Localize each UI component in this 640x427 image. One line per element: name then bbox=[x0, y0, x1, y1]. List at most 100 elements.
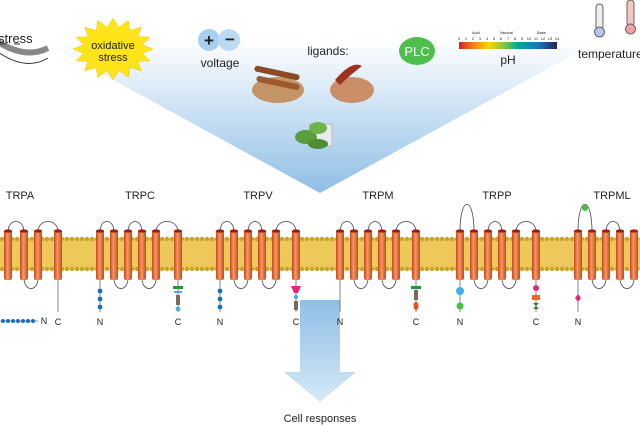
plus-sign: + bbox=[204, 31, 214, 50]
intracellular-loop bbox=[353, 277, 369, 289]
stimulus-funnel bbox=[40, 40, 600, 193]
intracellular-loop bbox=[619, 277, 635, 289]
ph-tick-label: 2 bbox=[472, 36, 475, 41]
ph-tick-label: 13 bbox=[548, 36, 553, 41]
n-terminus-label: N bbox=[575, 317, 582, 327]
ligand-mint-icon bbox=[295, 122, 333, 149]
extracellular-loop bbox=[37, 221, 59, 233]
extracellular-loop bbox=[275, 221, 297, 233]
minus-sign: − bbox=[225, 30, 235, 49]
ankyrin-repeat bbox=[217, 288, 223, 294]
n-terminus-label: N bbox=[97, 317, 104, 327]
ph-tick-label: 1 bbox=[465, 36, 468, 41]
intracellular-loop bbox=[113, 277, 129, 289]
intracellular-loop bbox=[381, 277, 397, 289]
intracellular-loop bbox=[23, 277, 39, 289]
ph-tick-label: 0 bbox=[458, 36, 461, 41]
transmembrane-helix bbox=[456, 230, 464, 280]
c-terminus-label: C bbox=[175, 317, 182, 327]
extracellular-loop bbox=[367, 221, 383, 233]
transmembrane-helix bbox=[124, 230, 132, 280]
channel-label: TRPV bbox=[243, 190, 273, 202]
transmembrane-helix bbox=[292, 230, 300, 280]
transmembrane-helix bbox=[96, 230, 104, 280]
ankyrin-repeat bbox=[97, 296, 103, 302]
transmembrane-helix bbox=[364, 230, 372, 280]
oxidative-stress-label-1: oxidative bbox=[91, 40, 134, 52]
ph-tick-label: 9 bbox=[521, 36, 524, 41]
extracellular-loop bbox=[605, 221, 621, 233]
extracellular-loop bbox=[339, 221, 355, 233]
n-terminus-label: N bbox=[41, 316, 48, 326]
n-terminus-label: N bbox=[217, 317, 224, 327]
transmembrane-helix bbox=[512, 230, 520, 280]
plc-label: PLC bbox=[404, 44, 429, 59]
extracellular-loop bbox=[155, 221, 179, 233]
channel-label: TRPM bbox=[362, 190, 393, 202]
ankyrin-repeat bbox=[31, 319, 35, 323]
ph-tick-label: 8 bbox=[514, 36, 517, 41]
channel-label: TRPC bbox=[125, 190, 155, 202]
transmembrane-helix bbox=[392, 230, 400, 280]
channel-trpc: TRPC N C bbox=[96, 190, 183, 327]
plc-badge: PLC bbox=[399, 37, 435, 65]
intracellular-loop bbox=[261, 277, 277, 289]
transmembrane-helix bbox=[378, 230, 386, 280]
ph-tick-label: 4 bbox=[486, 36, 489, 41]
ankyrin-repeat bbox=[6, 319, 10, 323]
stress-label: stress bbox=[0, 31, 33, 46]
intracellular-loop bbox=[591, 277, 607, 289]
extracellular-loop bbox=[459, 203, 475, 233]
transmembrane-helix bbox=[484, 230, 492, 280]
extracellular-loop bbox=[127, 221, 143, 233]
channel-label: TRPML bbox=[593, 190, 630, 202]
extracellular-loop bbox=[395, 221, 417, 233]
transmembrane-helix bbox=[532, 230, 540, 280]
transmembrane-helix bbox=[602, 230, 610, 280]
transmembrane-helix bbox=[616, 230, 624, 280]
ankyrin-repeat bbox=[217, 304, 223, 310]
transmembrane-helix bbox=[216, 230, 224, 280]
ankyrin-repeat bbox=[97, 288, 103, 294]
cell-responses-label: Cell responses bbox=[284, 413, 357, 425]
ankyrin-repeat bbox=[217, 296, 223, 302]
extracellular-loop bbox=[515, 221, 537, 233]
transmembrane-helix bbox=[630, 230, 638, 280]
thermometer-hot-icon bbox=[625, 0, 636, 35]
intracellular-loop bbox=[501, 277, 517, 289]
ph-tick-label: 3 bbox=[479, 36, 482, 41]
transmembrane-helix bbox=[258, 230, 266, 280]
c-terminus-label: C bbox=[413, 317, 420, 327]
ph-tick-label: 6 bbox=[500, 36, 503, 41]
ankyrin-repeat bbox=[16, 319, 20, 323]
c-terminus-label: C bbox=[55, 317, 62, 327]
transmembrane-helix bbox=[470, 230, 478, 280]
ph-label: pH bbox=[500, 53, 515, 67]
ankyrin-repeat bbox=[97, 304, 103, 310]
ankyrin-repeat bbox=[1, 319, 5, 323]
transmembrane-helix bbox=[272, 230, 280, 280]
voltage-icon: + − bbox=[198, 29, 240, 51]
ph-tick-label: 11 bbox=[534, 36, 539, 41]
ligand-cinnamon-icon bbox=[252, 65, 304, 103]
transmembrane-helix bbox=[498, 230, 506, 280]
extracellular-loop bbox=[99, 221, 115, 233]
transmembrane-helix bbox=[230, 230, 238, 280]
transmembrane-helix bbox=[20, 230, 28, 280]
extracellular-loop bbox=[219, 221, 235, 233]
cell-response-arrow bbox=[284, 300, 356, 402]
intracellular-loop bbox=[141, 277, 157, 289]
channel-label: TRPA bbox=[6, 190, 35, 202]
ankyrin-repeat bbox=[26, 319, 30, 323]
c-terminus-label: C bbox=[533, 317, 540, 327]
transmembrane-helix bbox=[412, 230, 420, 280]
transmembrane-helix bbox=[34, 230, 42, 280]
ligand-chili-ginger-icon bbox=[330, 64, 374, 103]
ph-tick-label: 14 bbox=[555, 36, 560, 41]
intracellular-loop bbox=[233, 277, 249, 289]
